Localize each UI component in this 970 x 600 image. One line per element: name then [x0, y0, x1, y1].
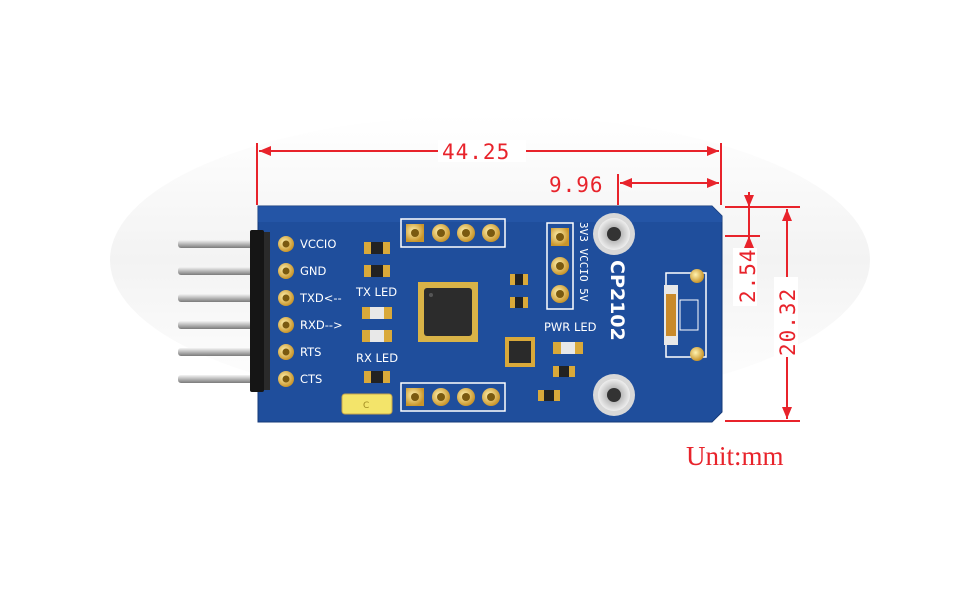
svg-text:C: C	[363, 401, 369, 411]
mounting-holes	[593, 213, 635, 416]
pin-label-cts: CTS	[300, 372, 322, 386]
dimension-hole-inset: 2.54	[736, 248, 760, 303]
dimension-board-width: 20.32	[776, 288, 800, 356]
pin-label-vccio: VCCIO	[300, 237, 336, 251]
smd-components: C	[341, 242, 583, 415]
dimension-hole-offset: 9.96	[549, 173, 604, 197]
header-pins	[178, 240, 258, 383]
voltage-jumper-pads	[546, 222, 574, 310]
bottom-header-pads	[400, 382, 506, 412]
pin-label-txd: TXD<--	[299, 291, 342, 305]
dimension-board-length: 44.25	[442, 140, 510, 164]
top-header-pads	[400, 218, 506, 248]
tx-led-label: TX LED	[355, 285, 397, 299]
pin-label-gnd: GND	[300, 264, 327, 278]
cp2102-ic	[418, 282, 478, 342]
pwr-led-label: PWR LED	[544, 320, 597, 334]
pin-label-rxd: RXD-->	[300, 318, 343, 332]
header-pads	[278, 236, 294, 387]
pin-label-rts: RTS	[300, 345, 321, 359]
chip-label: CP2102	[606, 260, 628, 341]
rx-led-label: RX LED	[356, 351, 398, 365]
jumper-label: 3V3 VCCIO 5V	[577, 222, 590, 302]
unit-label: Unit:mm	[686, 441, 784, 471]
usb-connector	[664, 269, 707, 361]
pin-header-housing	[250, 230, 264, 392]
